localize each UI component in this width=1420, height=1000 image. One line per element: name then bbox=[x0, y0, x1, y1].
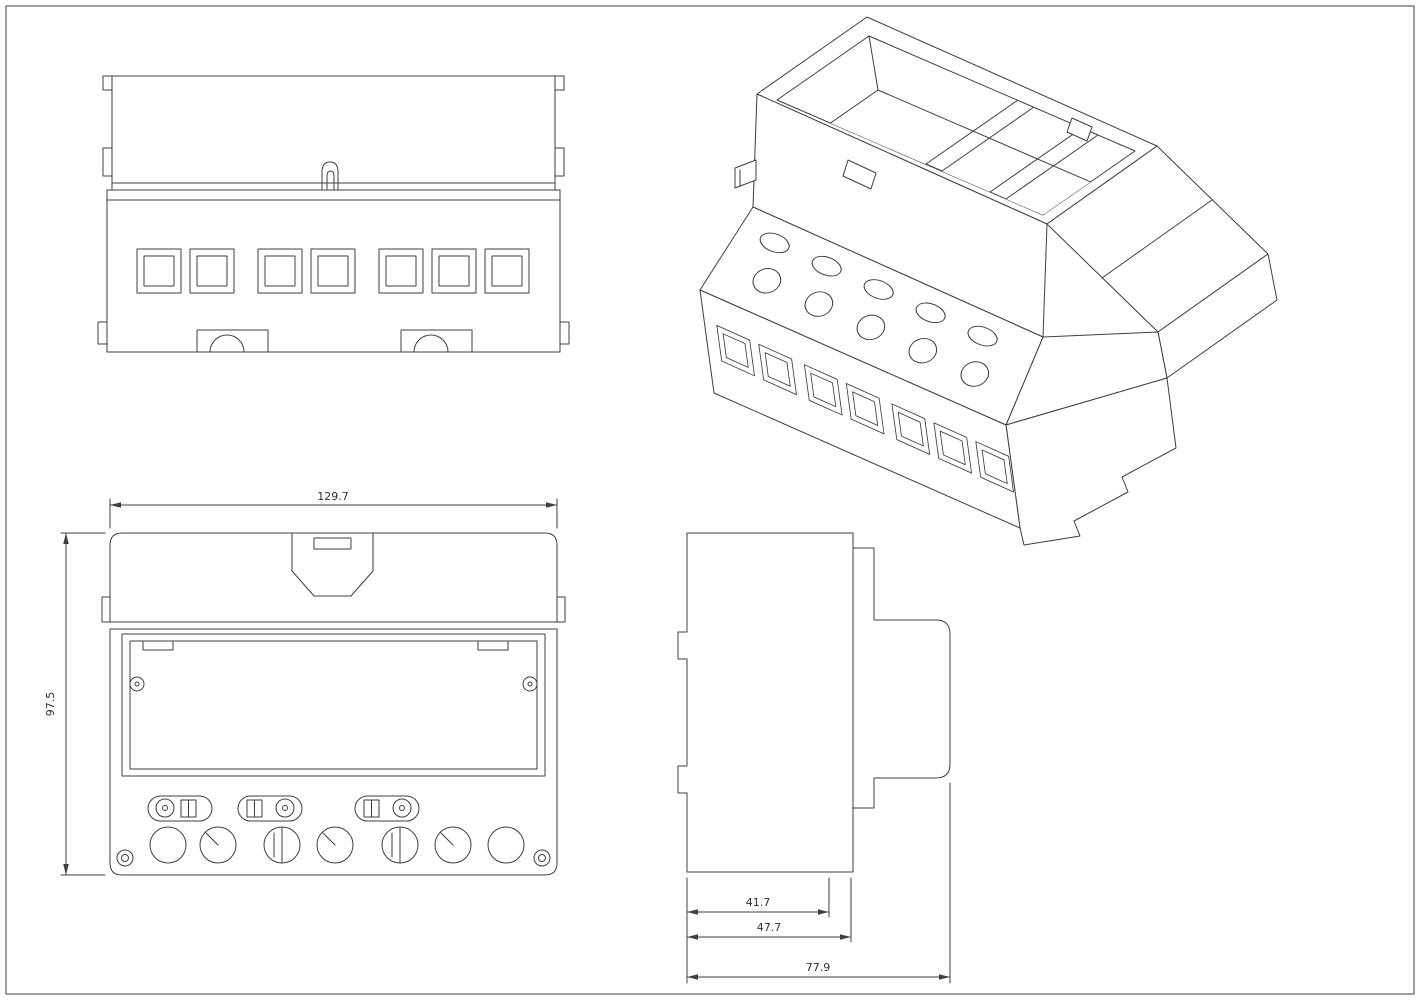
iso-slope-holes bbox=[752, 232, 998, 387]
iso-right-end-face bbox=[1005, 377, 1177, 546]
view-top bbox=[97, 75, 570, 353]
iso-din-clip-tab bbox=[734, 159, 757, 189]
dim-width: 129.7 bbox=[109, 490, 558, 529]
view-isometric bbox=[699, 16, 1278, 546]
front-display-window bbox=[121, 633, 546, 777]
dim-height-label: 97.5 bbox=[44, 692, 57, 717]
top-din-clips bbox=[196, 329, 473, 353]
side-profile bbox=[677, 532, 951, 873]
front-corner-screws bbox=[116, 849, 551, 867]
front-terminal-holes bbox=[149, 826, 525, 864]
view-front: 129.7 97.5 bbox=[44, 490, 566, 876]
dim-depth-din: 41.7 bbox=[686, 896, 830, 915]
front-sealing-screws bbox=[147, 795, 420, 822]
iso-front-face bbox=[699, 289, 1021, 529]
dim-width-label: 129.7 bbox=[317, 490, 349, 503]
front-top-cap bbox=[101, 532, 566, 630]
dim-height: 97.5 bbox=[44, 532, 106, 876]
front-seal-clip bbox=[291, 532, 374, 597]
dim-depth-body: 47.7 bbox=[686, 921, 852, 940]
seal-clip-slot bbox=[321, 161, 339, 191]
dim-depth-body-label: 47.7 bbox=[757, 921, 782, 934]
dim-depth-total: 77.9 bbox=[686, 961, 951, 980]
view-side: 41.7 47.7 77.9 bbox=[677, 532, 951, 984]
top-body bbox=[97, 189, 570, 353]
dim-depth-din-label: 41.7 bbox=[746, 896, 771, 909]
top-terminal-squares bbox=[136, 248, 530, 294]
iso-front-terminals bbox=[716, 324, 1014, 493]
drawing-border bbox=[5, 5, 1415, 995]
iso-roof-latch bbox=[1066, 117, 1093, 142]
iso-latch-icon bbox=[842, 159, 877, 190]
dim-depth-total-label: 77.9 bbox=[806, 961, 831, 974]
front-body bbox=[109, 628, 558, 876]
top-cap bbox=[102, 75, 565, 191]
